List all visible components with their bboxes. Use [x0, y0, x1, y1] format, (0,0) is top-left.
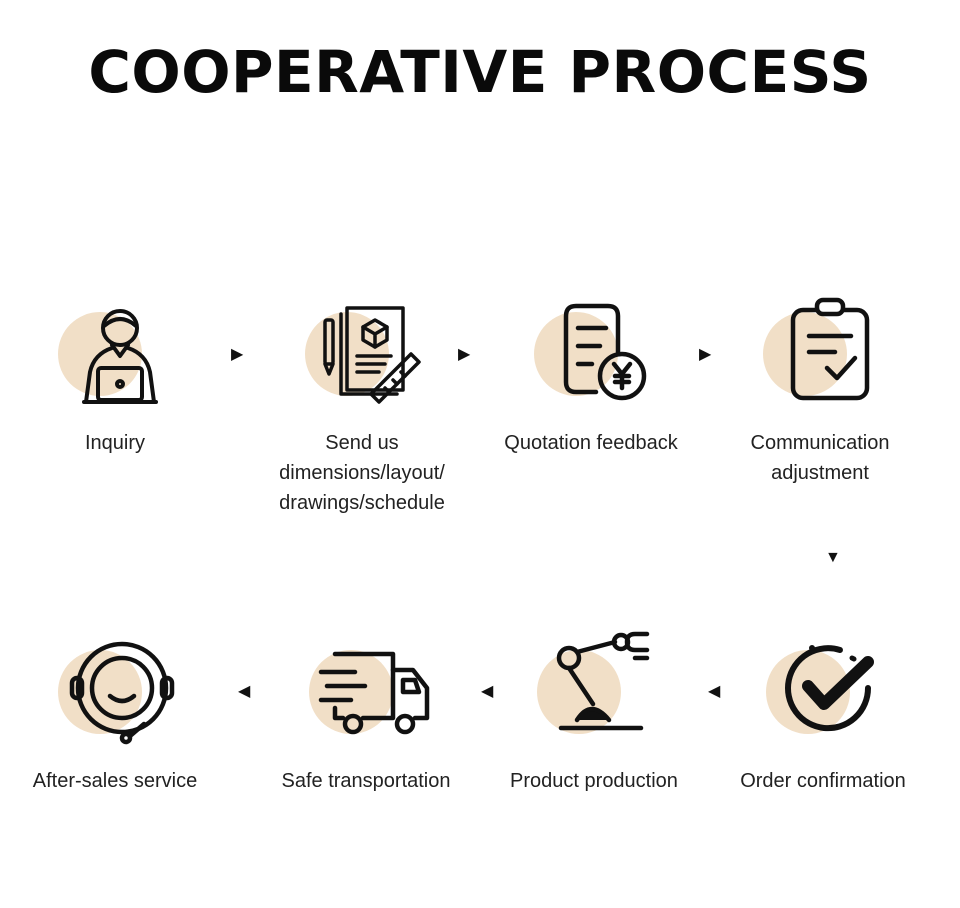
step-label: Safe transportation: [281, 770, 451, 792]
delivery-truck-icon: [318, 651, 430, 735]
arrow-left: ◀: [481, 683, 494, 700]
step-transportation: Safe transportation: [251, 628, 481, 796]
step-label: Quotation feedback: [504, 432, 678, 454]
step-label: Communication adjustment: [750, 432, 890, 484]
robot-arm-icon: [556, 631, 650, 731]
step-after-sales: After-sales service: [0, 628, 230, 796]
arrow-down: ▼: [825, 549, 841, 566]
step-label: After-sales service: [32, 770, 198, 792]
arrow-right: ▶: [231, 346, 244, 363]
step-order-confirmation: Order confirmation: [708, 628, 938, 796]
invoice-yen-icon: [563, 303, 647, 401]
step-label: Order confirmation: [740, 770, 906, 792]
arrow-right: ▶: [699, 346, 712, 363]
step-inquiry: Inquiry: [0, 290, 230, 458]
check-circle-icon: [785, 645, 874, 732]
arrow-right: ▶: [458, 346, 471, 363]
step-communication: Communication adjustment: [705, 290, 935, 488]
customer-service-laptop-icon: [82, 309, 158, 404]
step-label: Inquiry: [84, 432, 146, 454]
arrow-left: ◀: [708, 683, 721, 700]
step-send-drawings: Send us dimensions/layout/ drawings/sche…: [247, 290, 477, 518]
step-quotation: Quotation feedback: [476, 290, 706, 458]
step-label: Product production: [510, 770, 678, 792]
step-label: Send us dimensions/layout/ drawings/sche…: [279, 432, 445, 514]
page-title: COOPERATIVE PROCESS: [88, 38, 872, 106]
blueprint-documents-icon: [323, 306, 421, 404]
step-production: Product production: [479, 628, 709, 796]
arrow-left: ◀: [238, 683, 251, 700]
clipboard-check-icon: [790, 297, 870, 401]
headset-icon: [69, 641, 175, 745]
